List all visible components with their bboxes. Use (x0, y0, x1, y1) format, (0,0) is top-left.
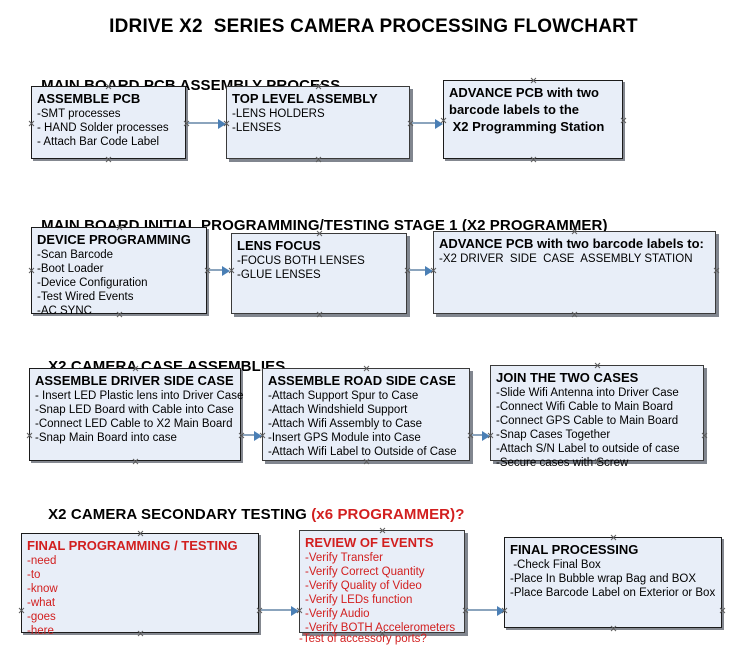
box-title: TOP LEVEL ASSEMBLY (232, 91, 378, 106)
box-line: -Place Barcode Label on Exterior or Box (510, 587, 716, 599)
box-line: -GLUE LENSES (237, 269, 321, 281)
connector-arrowhead (254, 431, 262, 441)
box-title: JOIN THE TWO CASES (496, 370, 639, 385)
box-line: -Test Wired Events (37, 291, 134, 303)
box-line: -Snap Cases Together (496, 429, 611, 441)
connector-line (261, 609, 293, 611)
box-line: -Verify BOTH Accelerometers (305, 622, 456, 634)
box-advance-pcb-programming-station[interactable]: ADVANCE PCB with two barcode labels to t… (443, 80, 623, 159)
box-assemble-driver-side-case[interactable]: ASSEMBLE DRIVER SIDE CASE - Insert LED P… (29, 368, 244, 461)
box-line: -Boot Loader (37, 263, 104, 275)
box-title: FINAL PROCESSING (510, 542, 639, 557)
box-line: -to (27, 569, 41, 581)
box-line: -AC SYNC (37, 305, 92, 317)
box-overflow-line: -Test of accessory ports? (299, 633, 427, 645)
box-line: -Attach Support Spur to Case (268, 390, 419, 402)
box-line: -Scan Barcode (37, 249, 114, 261)
box-join-the-two-cases[interactable]: JOIN THE TWO CASES -Slide Wifi Antenna i… (490, 365, 704, 469)
box-line: - HAND Solder processes (37, 122, 169, 134)
box-title: ASSEMBLE ROAD SIDE CASE (268, 373, 456, 388)
box-line: -Snap LED Board with Cable into Case (35, 404, 234, 416)
box-review-of-events[interactable]: REVIEW OF EVENTS -Verify Transfer -Verif… (299, 530, 465, 634)
box-line: -Verify Transfer (305, 552, 383, 564)
box-line: -Attach Windshield Support (268, 404, 408, 416)
box-title: FINAL PROGRAMMING / TESTING (27, 538, 238, 553)
box-title: X2 Programming Station (449, 119, 605, 134)
box-line: -Connect LED Cable to X2 Main Board (35, 418, 233, 430)
box-line: - Attach Bar Code Label (37, 136, 160, 148)
box-line: -Device Configuration (37, 277, 148, 289)
connector-line (412, 122, 437, 124)
box-line: -Verify Correct Quantity (305, 566, 425, 578)
box-lens-focus[interactable]: LENS FOCUS -FOCUS BOTH LENSES -GLUE LENS… (231, 233, 407, 314)
box-line: -Verify LEDs function (305, 594, 413, 606)
connector-arrowhead (435, 119, 443, 129)
box-line: -Attach S/N Label to outside of case (496, 443, 680, 455)
box-title: DEVICE PROGRAMMING (37, 232, 191, 247)
connector-arrowhead (291, 606, 299, 616)
box-advance-pcb-driver-side-case[interactable]: ADVANCE PCB with two barcode labels to: … (433, 231, 716, 314)
box-line: -LENSES (232, 122, 282, 134)
section-heading-accent: (x6 PROGRAMMER)? (311, 506, 465, 523)
section-heading-x2-camera-secondary-testing: X2 CAMERA SECONDARY TESTING (x6 PROGRAMM… (31, 489, 464, 540)
box-title: LENS FOCUS (237, 238, 321, 253)
connector-line (209, 269, 225, 271)
connector-arrowhead (222, 266, 230, 276)
box-line: -Attach Wifi Label to Outside of Case (268, 446, 457, 458)
box-final-programming-testing[interactable]: FINAL PROGRAMMING / TESTING -need -to -k… (21, 533, 259, 637)
box-line: -Snap Main Board into case (35, 432, 177, 444)
connector-line (472, 434, 485, 436)
box-line: -here (27, 625, 54, 637)
box-line: -Place In Bubble wrap Bag and BOX (510, 573, 697, 585)
box-line: -Connect Wifi Cable to Main Board (496, 401, 674, 413)
box-line: -Connect GPS Cable to Main Board (496, 415, 679, 427)
box-line: -FOCUS BOTH LENSES (237, 255, 365, 267)
connector-arrowhead (425, 266, 433, 276)
box-line: -Slide Wifi Antenna into Driver Case (496, 387, 679, 399)
page-title: IDRIVE X2 SERIES CAMERA PROCESSING FLOWC… (109, 16, 638, 37)
box-assemble-pcb[interactable]: ASSEMBLE PCB -SMT processes - HAND Solde… (31, 86, 186, 159)
box-title: ADVANCE PCB with two (449, 85, 599, 100)
box-title: ADVANCE PCB with two barcode labels to: (439, 236, 704, 251)
box-line: - Insert LED Plastic lens into Driver Ca… (35, 390, 244, 402)
box-line: -Check Final Box (510, 559, 601, 571)
box-assemble-road-side-case[interactable]: ASSEMBLE ROAD SIDE CASE -Attach Support … (262, 368, 470, 461)
box-title: ASSEMBLE DRIVER SIDE CASE (35, 373, 234, 388)
box-final-processing[interactable]: FINAL PROCESSING -Check Final Box -Place… (504, 537, 722, 628)
box-line: -goes (27, 611, 56, 623)
box-line: -X2 DRIVER SIDE CASE ASSEMBLY STATION (439, 253, 693, 265)
box-device-programming[interactable]: DEVICE PROGRAMMING -Scan Barcode -Boot L… (31, 227, 207, 317)
box-line: -need (27, 555, 57, 567)
box-title: ASSEMBLE PCB (37, 91, 141, 106)
box-line: -what (27, 597, 56, 609)
box-line: -Insert GPS Module into Case (268, 432, 421, 444)
box-line: -SMT processes (37, 108, 121, 120)
connector-arrowhead (482, 431, 490, 441)
box-line: -LENS HOLDERS (232, 108, 325, 120)
box-title: REVIEW OF EVENTS (305, 535, 434, 550)
box-line: -Verify Quality of Video (305, 580, 422, 592)
box-line: -Attach Wifi Assembly to Case (268, 418, 423, 430)
connector-line (409, 269, 427, 271)
section-heading-text: X2 CAMERA SECONDARY TESTING (48, 506, 312, 523)
connector-line (243, 434, 257, 436)
connector-arrowhead (497, 606, 505, 616)
box-line: -Verify Audio (305, 608, 370, 620)
connector-arrowhead (218, 119, 226, 129)
box-line: -Secure cases with Screw (496, 457, 629, 469)
box-line: -know (27, 583, 58, 595)
box-title: barcode labels to the (449, 102, 580, 117)
connector-line (188, 122, 220, 124)
connector-line (467, 609, 499, 611)
box-top-level-assembly[interactable]: TOP LEVEL ASSEMBLY -LENS HOLDERS -LENSES (226, 86, 410, 159)
